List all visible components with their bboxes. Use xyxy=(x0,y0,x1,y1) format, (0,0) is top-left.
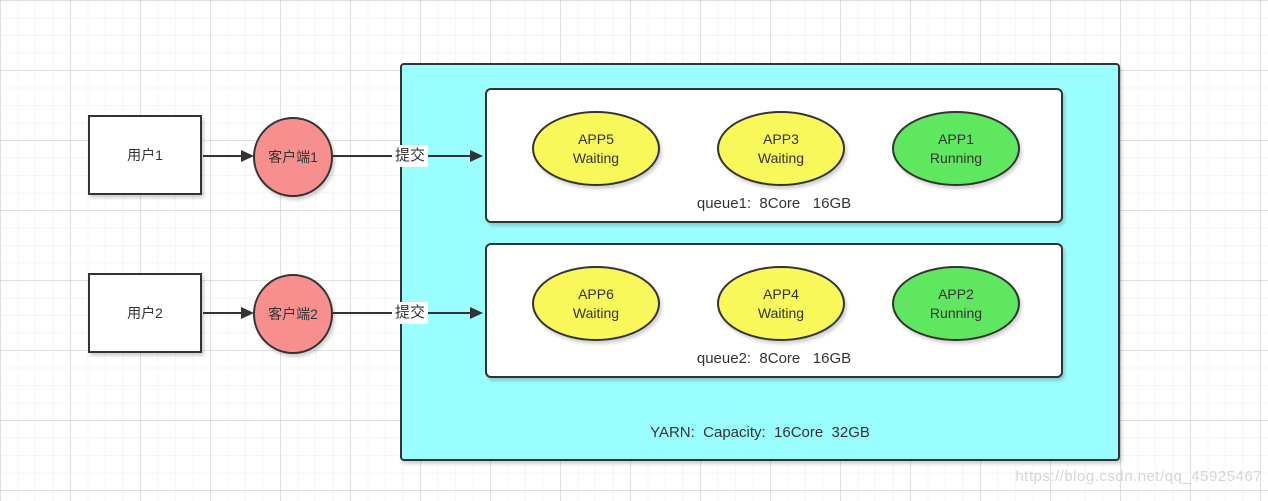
app3-ellipse: APP3 Waiting xyxy=(717,111,845,186)
app2-ellipse: APP2 Running xyxy=(892,266,1020,341)
app-name: APP5 xyxy=(578,130,614,147)
submit1-label: 提交 xyxy=(392,145,428,167)
queue1-label: queue1: 8Core 16GB xyxy=(696,195,852,212)
client1-circle: 客户端1 xyxy=(253,117,333,197)
client2-circle: 客户端2 xyxy=(253,274,333,354)
submit2-label: 提交 xyxy=(392,302,428,324)
arrowhead-icon xyxy=(470,307,483,319)
user2-box: 用户2 xyxy=(88,273,202,353)
app6-ellipse: APP6 Waiting xyxy=(532,266,660,341)
app4-ellipse: APP4 Waiting xyxy=(717,266,845,341)
arrowhead-icon xyxy=(241,150,254,162)
yarn-capacity-label: YARN: Capacity: 16Core 32GB xyxy=(650,424,870,441)
client1-label: 客户端1 xyxy=(268,149,318,165)
queue2-label: queue2: 8Core 16GB xyxy=(696,350,852,367)
arrowhead-icon xyxy=(241,307,254,319)
app-name: APP6 xyxy=(578,285,614,302)
app-status: Waiting xyxy=(572,304,620,321)
app-status: Waiting xyxy=(572,149,620,166)
user2-to-client2-arrow xyxy=(203,312,242,314)
app-name: APP4 xyxy=(763,285,799,302)
user1-box: 用户1 xyxy=(88,115,202,195)
app-name: APP2 xyxy=(938,285,974,302)
app-status: Running xyxy=(929,304,983,321)
app-name: APP3 xyxy=(763,130,799,147)
arrowhead-icon xyxy=(470,150,483,162)
app-status: Waiting xyxy=(757,149,805,166)
app5-ellipse: APP5 Waiting xyxy=(532,111,660,186)
user1-label: 用户1 xyxy=(127,147,163,163)
client2-label: 客户端2 xyxy=(268,306,318,322)
app-status: Waiting xyxy=(757,304,805,321)
user1-to-client1-arrow xyxy=(203,155,242,157)
queue1-box: APP5 Waiting APP3 Waiting APP1 Running q… xyxy=(485,88,1063,223)
queue2-box: APP6 Waiting APP4 Waiting APP2 Running q… xyxy=(485,243,1063,378)
user2-label: 用户2 xyxy=(127,305,163,321)
csdn-watermark: https://blog.csdn.net/qq_45925467 xyxy=(1015,468,1262,485)
app-name: APP1 xyxy=(938,130,974,147)
app1-ellipse: APP1 Running xyxy=(892,111,1020,186)
app-status: Running xyxy=(929,149,983,166)
